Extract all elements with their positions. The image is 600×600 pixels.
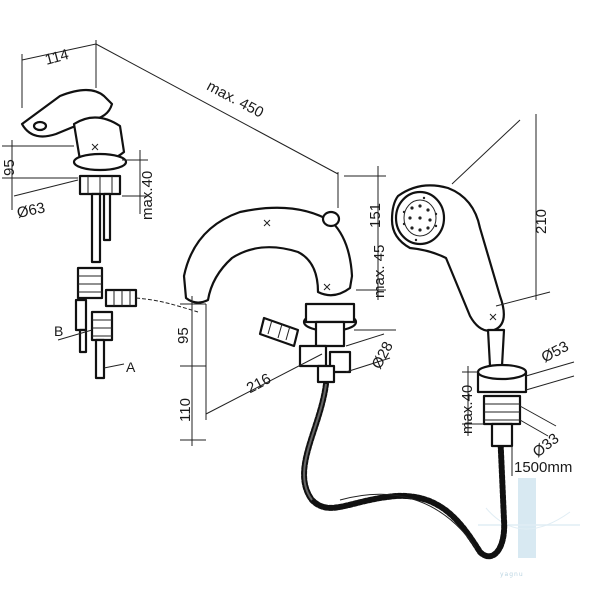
- label-110: 110: [177, 398, 194, 422]
- label-a: A: [126, 359, 136, 375]
- dimension-d33: Ø33: [519, 405, 563, 461]
- dimension-max45: max. 45: [354, 245, 396, 331]
- dimension-max40-right: max.40: [459, 366, 484, 436]
- label-max40-left: max.40: [139, 171, 156, 220]
- watermark-text: yagnu: [500, 571, 524, 578]
- label-d33: Ø33: [530, 430, 563, 461]
- watermark-logo: yagnu: [478, 478, 580, 578]
- dimension-210: 210: [451, 114, 551, 307]
- dimension-d63: Ø63: [13, 179, 79, 222]
- shower-hose: [301, 381, 508, 560]
- dimension-114: 114: [21, 40, 97, 108]
- dimension-d53: Ø53: [525, 338, 575, 391]
- label-210: 210: [533, 209, 550, 234]
- dimension-95-middle: 95: [175, 296, 206, 374]
- dimension-110: 110: [177, 374, 206, 446]
- mixer-unit: [20, 88, 199, 380]
- dimension-max450: max. 450: [95, 43, 339, 208]
- dimension-d28: Ø28: [345, 333, 397, 373]
- callout-a: A: [103, 359, 136, 375]
- dimension-hose-length: 1500mm: [511, 446, 572, 476]
- label-b: B: [54, 323, 63, 339]
- callout-b: B: [54, 323, 93, 341]
- label-max45: max. 45: [371, 245, 388, 298]
- label-95-middle: 95: [175, 327, 192, 344]
- label-216: 216: [244, 370, 274, 397]
- label-d63: Ø63: [15, 199, 46, 222]
- label-max450: max. 450: [204, 77, 266, 121]
- label-d53: Ø53: [539, 338, 572, 366]
- dimension-151: 151: [344, 166, 386, 300]
- dimension-95-left: 95: [1, 140, 78, 210]
- label-d28: Ø28: [369, 339, 397, 372]
- shower-nozzles: [402, 196, 438, 242]
- spout: [182, 206, 358, 384]
- label-95-left: 95: [1, 159, 18, 176]
- label-114: 114: [43, 46, 71, 69]
- label-max40-right: max.40: [459, 385, 476, 434]
- label-hose-length: 1500mm: [514, 459, 572, 476]
- label-151: 151: [367, 203, 384, 228]
- hand-shower: [390, 184, 528, 448]
- dimension-max40-left: max.40: [122, 150, 156, 220]
- hose-guide-line: [339, 493, 477, 549]
